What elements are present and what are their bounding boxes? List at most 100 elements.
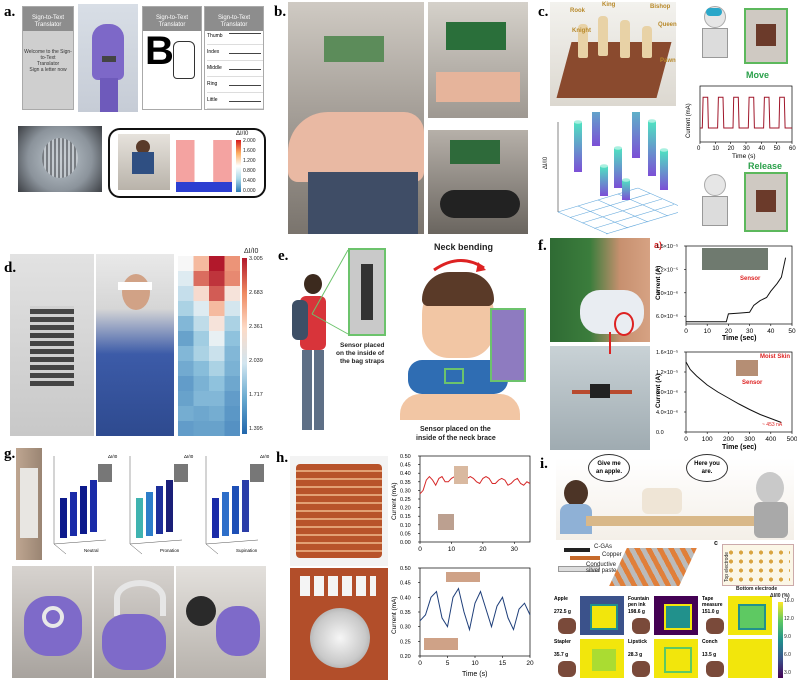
heatmap-d-cell [209,271,225,286]
heatmap-d-cell [193,391,209,406]
bar3d-panel-g: NeutralΔI/I0PronationΔI/I0SupinationΔI/I… [53,454,270,555]
x-tick-label: 10 [448,546,456,553]
heatmap-d-cell [209,406,225,421]
bar3d-g-axis [129,539,183,545]
bar3d-c-bar-cap [600,164,608,168]
finger-signal-line [229,85,261,86]
object-mass: 13.5 g [702,652,717,658]
heatmap-a-cell [176,182,232,192]
x-tick-label: 50 [788,328,796,335]
heatmap-a-cell [176,140,195,182]
zlabel-g: ΔI/I0 [184,454,194,459]
bar3d-g-bar [222,492,229,536]
finger-row: Ring [207,77,263,93]
x-tick-label-c: 60 [789,146,796,152]
y-tick-label: 0.25 [400,639,411,645]
object-mass: 272.5 g [554,609,571,615]
colorbar-d-label: ΔI/I0 [244,248,259,255]
object-name: Fountain pen ink [628,596,650,608]
heatmap-d-cell [178,331,194,346]
y-tick-label: 1.6×10⁻⁵ [656,349,678,356]
hand-sign-icon [173,41,195,79]
x-tick-label: 20 [526,660,534,667]
colorbar-a-tick: 0.800 [243,168,256,174]
heatmap-d-cell [178,376,194,391]
object-photo [706,618,724,634]
bar3d-g-bar [232,486,239,534]
plot-frame [685,245,793,325]
x-tick-label-c: 40 [758,146,765,152]
object-name: Apple [554,596,568,602]
x-tick-label: 30 [511,546,519,553]
y-tick-label: 0.40 [400,471,411,477]
moist-skin-label: Moist Skin [760,354,790,360]
heatmap-d-cell [224,376,240,391]
rounded-frame [108,128,266,198]
letter-b: B [145,29,174,73]
x-tick-label: 30 [746,328,754,335]
condition-label-g: Pronation [160,548,180,553]
zlabel-g: ΔI/I0 [108,454,118,459]
x-tick-label: 15 [499,660,507,667]
pressure-map [654,596,698,635]
bar3d-c-bar [660,150,668,190]
object-mass: 151.0 g [702,609,719,615]
strap-caption-2: on the inside of [336,350,385,357]
heatmap-a-cell [194,140,214,182]
bar3d-g-axis [205,539,259,545]
inset-photo-f-top [702,248,768,270]
y-tick-label: 0.40 [400,595,411,601]
y-axis-label-h-top: Current (mA) [391,482,398,520]
panel-label-g: g. [4,446,16,462]
y-tick-label: 4.0×10⁻⁶ [656,409,678,416]
photo-face-mask [550,238,650,342]
heatmap-d-cell [209,421,225,436]
heatmap-d-cell [224,301,240,316]
heatmap-d-cell [193,421,209,436]
y-tick-label: 0.45 [400,463,411,469]
heatmap-d-cell [193,376,209,391]
sub-label-a: a) [654,240,663,250]
panel-label-a: a. [4,4,16,20]
bar3d-g-bar [212,498,219,538]
electrode-grid [722,544,794,586]
plot-frame [419,455,531,543]
sensor-label-f-top: Sensor [740,276,761,282]
sensor-label-f-bottom: Sensor [742,380,763,386]
bar3d-c-bar-cap [622,178,630,182]
object-photo [632,661,650,677]
colorbar-i-tick: 12.0 [784,616,794,622]
colorbar-a-label: ΔI/I0 [236,131,249,137]
x-tick-label: 400 [765,436,776,443]
finger-label: Thumb [207,33,223,39]
bar3d-c-bar-cap [574,120,582,124]
object-name: Tape measure [702,596,723,608]
photo-sensor-matrix [10,254,94,436]
heatmap-d-cell [193,406,209,421]
heatmap-d-cell [224,421,240,436]
heatmap-d-cell [193,271,209,286]
y-tick-label: 0.25 [400,497,411,503]
photo-circuit-board [428,2,528,118]
connector-arrow [609,332,611,354]
pressure-map-cell: Apple 272.5 g [554,596,626,637]
pressure-map-hotspot [590,647,618,673]
top-electrode-label: Top electrode [724,551,731,583]
heatmap-d-cell [178,361,194,376]
photo-seated-person [118,134,170,190]
heatmap-d-cell [178,271,194,286]
photo-robot-release [684,170,744,236]
x-tick-label: 500 [787,436,797,443]
y-axis-label-f-top: Current (A) [655,266,662,300]
panel-label-i: i. [540,456,548,472]
finger-row: Index [207,45,263,61]
bar3d-c-bar [648,121,656,176]
y-axis-label-h-bottom: Current (mA) [391,596,398,634]
